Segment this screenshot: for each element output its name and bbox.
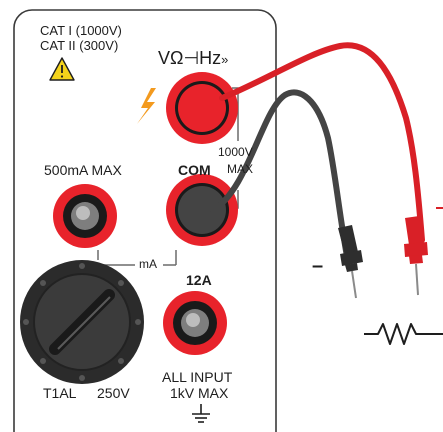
v-ohm-hz-label: VΩ⊣Hz»	[158, 48, 228, 69]
com-max-label: MAX	[227, 162, 254, 176]
fuse-knob[interactable]	[20, 260, 144, 384]
fuse-voltage-label: 250V	[97, 385, 130, 401]
com-jack[interactable]	[166, 174, 238, 246]
warning-triangle-icon	[49, 57, 75, 81]
v-ohm-hz-jack[interactable]	[166, 72, 238, 144]
red-probe-cable	[219, 42, 425, 243]
cat-rating-line-2: CAT II (300V)	[40, 38, 119, 53]
v-ohm-hz-text: VΩ⊣Hz	[158, 48, 222, 68]
500ma-max-label: 500mA MAX	[44, 162, 122, 178]
1000v-label: 1000V	[218, 145, 253, 159]
com-label: COM	[178, 162, 211, 178]
12a-jack[interactable]	[163, 291, 227, 355]
1kv-max-label: 1kV MAX	[170, 385, 229, 401]
12a-label: 12A	[186, 272, 212, 288]
ground-icon	[192, 404, 210, 423]
lightning-bolt-icon	[137, 88, 156, 124]
sound-waves-icon: »	[221, 52, 229, 67]
black-probe-cable	[210, 89, 351, 265]
resistor-icon	[364, 323, 443, 345]
black-probe	[338, 225, 363, 299]
ma-label: mA	[139, 257, 157, 271]
fuse-knob-slot	[49, 289, 115, 355]
cat-rating-line-1: CAT I (1000V)	[40, 23, 122, 38]
red-probe	[404, 216, 428, 296]
all-input-label: ALL INPUT	[162, 369, 233, 385]
fuse-rating-label: T1AL	[43, 385, 77, 401]
ma-jack[interactable]	[53, 184, 117, 248]
minus-sign: –	[312, 255, 324, 277]
